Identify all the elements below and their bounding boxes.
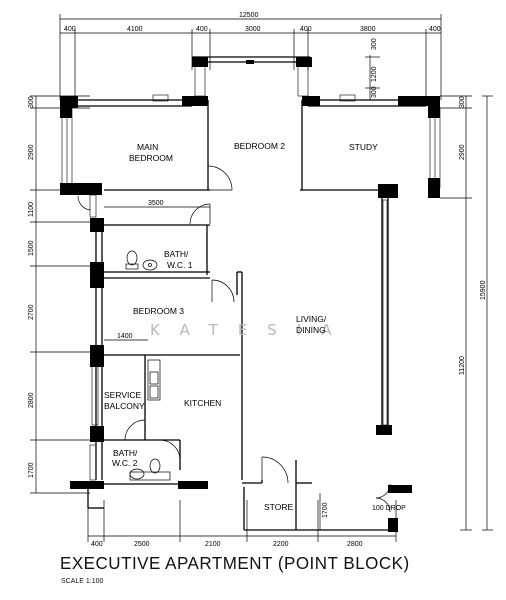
dim-right-overall: 15900 xyxy=(480,280,487,300)
dim-top-1: 400 xyxy=(64,26,76,33)
dim-top-7: 400 xyxy=(429,26,441,33)
dim-top-inner-3: 300 xyxy=(371,86,378,98)
dim-bottom-3: 2100 xyxy=(205,541,221,548)
room-bath-wc2-line2: W.C. 2 xyxy=(112,458,138,468)
dim-corridor: 3500 xyxy=(148,200,164,207)
room-service-balcony-line1: SERVICE xyxy=(104,390,141,400)
dim-top-inner-2: 1200 xyxy=(371,66,378,82)
dim-bottom-1: 400 xyxy=(91,541,103,548)
dim-top-3: 400 xyxy=(196,26,208,33)
room-bath-wc1-line1: BATH/ xyxy=(164,249,189,259)
dim-top-4: 3000 xyxy=(245,26,261,33)
room-bath-wc2-line1: BATH/ xyxy=(113,448,138,458)
dim-store-height: 1700 xyxy=(322,502,329,518)
room-bath-wc1-line2: W.C. 1 xyxy=(167,260,193,270)
room-kitchen: KITCHEN xyxy=(184,398,221,408)
watermark: KATESIA xyxy=(150,321,352,339)
plan-scale: SCALE 1:100 xyxy=(61,578,104,585)
dim-right-2: 2900 xyxy=(459,144,466,160)
dim-top-5: 400 xyxy=(300,26,312,33)
plan-title: EXECUTIVE APARTMENT (POINT BLOCK) xyxy=(60,553,410,574)
dim-left-6: 2800 xyxy=(28,392,35,408)
room-living-dining-line2: DINING xyxy=(296,325,326,335)
dim-left-3: 1100 xyxy=(28,202,35,217)
dim-left-2: 2900 xyxy=(28,144,35,160)
dim-right-1: 300 xyxy=(459,96,466,108)
dim-right-living: 11200 xyxy=(459,356,466,375)
room-living-dining-line1: LIVING/ xyxy=(296,314,327,324)
dim-left-5: 2700 xyxy=(28,304,35,320)
dim-bedroom3-width: 1400 xyxy=(117,333,133,340)
dim-left-7: 1700 xyxy=(28,462,35,478)
room-main-bedroom-line1: MAIN xyxy=(137,142,158,152)
dim-bottom-2: 2500 xyxy=(134,541,150,548)
dim-left-1: 300 xyxy=(28,96,35,108)
room-service-balcony-line2: BALCONY xyxy=(104,401,145,411)
room-store: STORE xyxy=(264,502,293,512)
room-main-bedroom-line2: BEDROOM xyxy=(129,153,173,163)
dim-bottom-4: 2200 xyxy=(273,541,289,548)
dim-drop: 100 DROP xyxy=(372,505,406,512)
dim-left-4: 1500 xyxy=(28,240,35,256)
room-study: STUDY xyxy=(349,142,378,152)
dim-bottom-5: 2800 xyxy=(347,541,363,548)
door-bedroom2 xyxy=(207,165,233,191)
dim-top-overall: 12500 xyxy=(239,12,259,19)
dim-top-2: 4100 xyxy=(127,26,143,33)
room-bedroom-2: BEDROOM 2 xyxy=(234,141,285,151)
dim-top-6: 3800 xyxy=(360,26,376,33)
dim-top-inner-1: 300 xyxy=(371,38,378,50)
room-bedroom-3: BEDROOM 3 xyxy=(133,306,184,316)
